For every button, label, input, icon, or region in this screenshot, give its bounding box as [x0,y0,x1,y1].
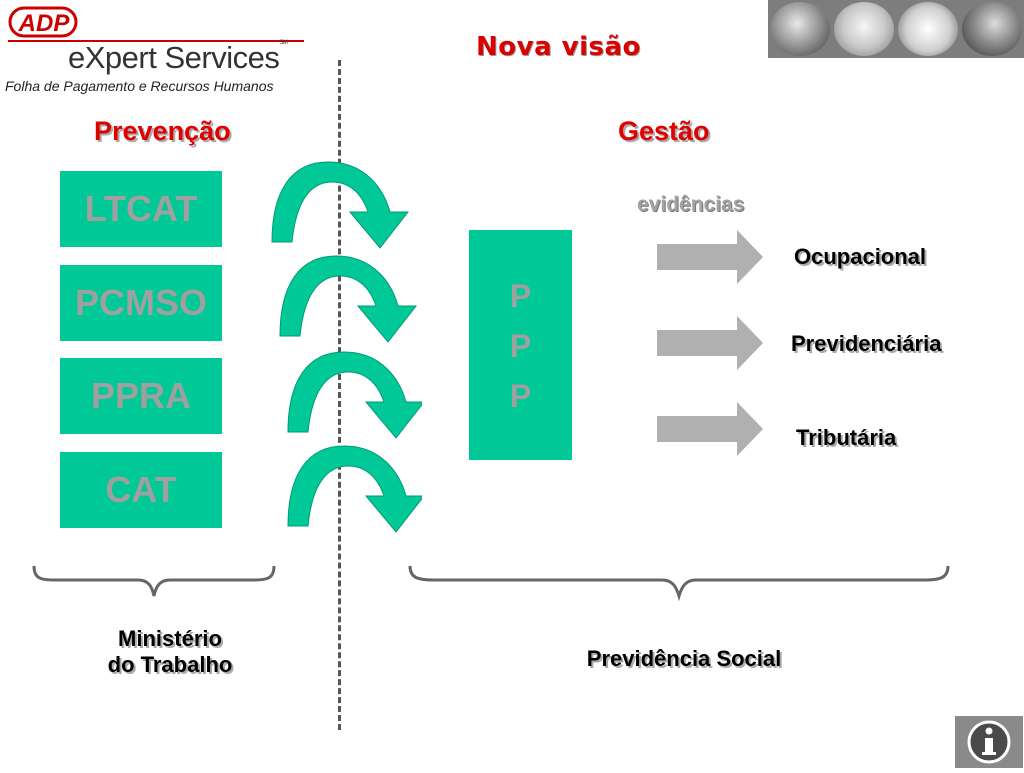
social-security-label: Previdência Social [586,646,782,671]
ppp-letter-2: P [509,328,532,364]
info-icon [967,720,1011,764]
ministry-line-1: Ministério [118,626,222,651]
photo-person-headset [962,2,1022,56]
right-brace [408,565,950,602]
photo-clock [898,2,958,56]
brand-subtitle: Folha de Pagamento e Recursos Humanos [5,78,274,94]
ministry-line-2: do Trabalho [107,652,233,677]
ppp-letter-1: P [509,278,532,314]
left-brace [32,565,276,597]
output-arrows [657,230,763,456]
service-mark: SM [279,40,288,46]
management-heading: Gestão [618,116,710,146]
box-ppra: PPRA [60,358,222,434]
adp-logo-text: ADP [18,10,71,37]
curved-arrow-icon-3 [287,351,422,439]
curved-arrow-icon-4 [287,445,422,533]
photo-person-phone [770,2,830,56]
curved-arrow-icon-2 [279,255,417,343]
logo-divider [8,40,304,42]
brand-name: eXpert ServicesSM [68,40,288,76]
info-button[interactable] [955,716,1023,768]
ministry-label: Ministério do Trabalho [80,626,260,678]
section-divider [338,60,341,730]
ppp-box: P P P [469,230,572,460]
output-tributaria: Tributária [796,425,897,450]
prevention-heading: Prevenção [94,116,231,146]
box-ltcat: LTCAT [60,171,222,247]
curved-arrows [271,161,422,533]
evidence-label: evidências [637,193,745,216]
output-ocupacional: Ocupacional [794,244,927,269]
ppp-letter-3: P [509,378,532,414]
brand-text: eXpert Services [68,40,280,75]
box-pcmso: PCMSO [60,265,222,341]
output-previdenciaria: Previdenciária [791,331,942,356]
arrow-right-icon-1 [657,230,763,284]
header-photo-strip [768,0,1024,58]
arrow-right-icon-3 [657,402,763,456]
photo-computer-mouse [834,2,894,56]
box-cat: CAT [60,452,222,528]
arrow-right-icon-2 [657,316,763,370]
curved-arrow-icon-1 [271,161,409,249]
adp-logo: ADP [8,6,78,38]
page-title: Nova visão [476,32,641,62]
